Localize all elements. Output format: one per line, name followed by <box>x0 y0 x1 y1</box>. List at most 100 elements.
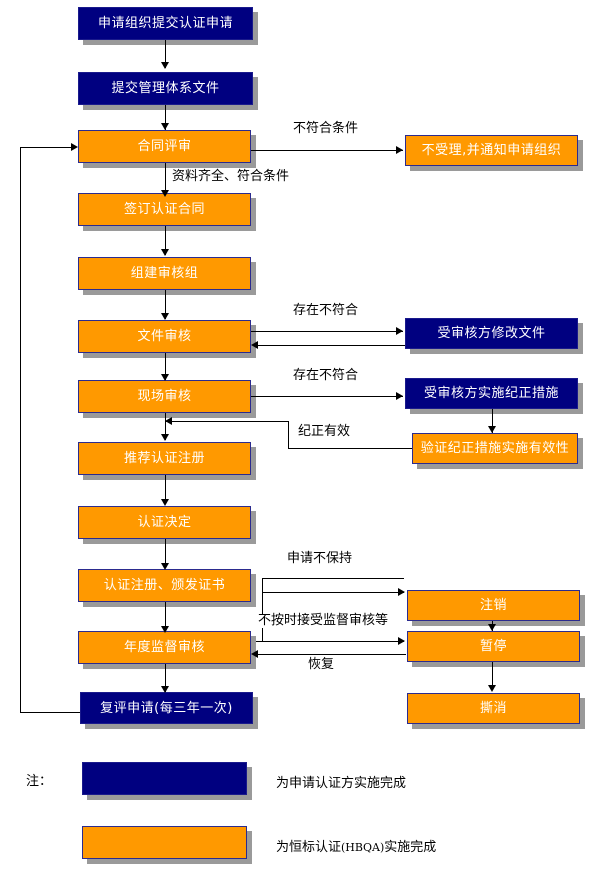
arrow-head-right <box>398 637 405 645</box>
connector-line <box>165 105 166 130</box>
connector-line <box>165 226 166 255</box>
legend-swatch-certifier <box>82 826 247 859</box>
connector-line <box>20 147 73 148</box>
node-label: 受审核方修改文件 <box>437 326 546 341</box>
node-label: 认证决定 <box>137 515 192 530</box>
legend-swatch-applicant <box>82 762 247 795</box>
node-label: 现场审核 <box>137 389 192 404</box>
legend-text-certifier: 为恒标认证(HBQA)实施完成 <box>276 836 436 855</box>
connector-line <box>165 664 166 692</box>
connector-line <box>251 150 403 151</box>
arrow-head-down <box>161 190 169 197</box>
node-contract-review[interactable]: 合同评审 <box>78 130 251 163</box>
arrow-head-down <box>161 434 169 441</box>
node-label: 申请组织提交认证申请 <box>97 16 233 31</box>
arrow-head-down <box>488 624 496 631</box>
node-recommend-registration[interactable]: 推荐认证注册 <box>78 442 251 475</box>
node-onsite-audit[interactable]: 现场审核 <box>78 380 251 413</box>
arrow-head-down <box>161 686 169 693</box>
node-auditee-revise-documents[interactable]: 受审核方修改文件 <box>405 318 578 349</box>
node-cancellation[interactable]: 注销 <box>407 590 580 621</box>
node-auditee-corrective-action[interactable]: 受审核方实施纪正措施 <box>405 378 578 409</box>
arrow-head-down <box>161 62 169 69</box>
arrow-head-right <box>396 146 403 154</box>
connector-line <box>20 147 21 713</box>
arrow-head-down <box>161 499 169 506</box>
arrow-head-down <box>488 685 496 692</box>
connector-line <box>256 654 406 655</box>
connector-line <box>165 475 166 504</box>
legend-text-certifier-before: 为恒标认证 <box>276 840 342 855</box>
arrow-head-right <box>396 392 403 400</box>
arrow-head-down <box>161 313 169 320</box>
legend-text-certifier-after: 实施完成 <box>384 840 437 855</box>
edge-label-not-qualified: 不符合条件 <box>293 121 359 137</box>
legend-note-label: 注： <box>26 774 53 789</box>
node-label: 文件审核 <box>137 329 192 344</box>
node-reject-and-notify[interactable]: 不受理,并通知申请组织 <box>405 135 578 166</box>
node-withdrawal[interactable]: 撕消 <box>407 693 580 724</box>
node-register-issue-certificate[interactable]: 认证注册、颁发证书 <box>78 569 251 602</box>
node-document-review[interactable]: 文件审核 <box>78 320 251 353</box>
connector-line <box>165 40 166 68</box>
arrow-head-down <box>488 426 496 433</box>
arrow-head-down <box>161 123 169 130</box>
node-label: 年度监督审核 <box>123 640 205 655</box>
node-submit-system-documents[interactable]: 提交管理体系文件 <box>78 72 253 105</box>
connector-line <box>288 421 289 449</box>
arrow-head-down <box>161 374 169 381</box>
connector-line <box>256 345 406 346</box>
node-label: 不受理,并通知申请组织 <box>421 143 562 158</box>
connector-line <box>20 712 80 713</box>
arrow-head-left <box>251 650 258 658</box>
node-label: 注销 <box>479 598 507 613</box>
node-label: 复评申请(每三年一次) <box>100 700 233 716</box>
arrow-head-right <box>396 327 403 335</box>
node-label: 认证注册、颁发证书 <box>103 578 226 593</box>
node-certification-decision[interactable]: 认证决定 <box>78 506 251 539</box>
node-verify-corrective-effectiveness[interactable]: 验证纪正措施实施有效性 <box>412 433 578 464</box>
connector-line <box>492 662 493 690</box>
connector-line <box>165 290 166 319</box>
arrow-head-down <box>161 626 169 633</box>
legend-text-applicant: 为申请认证方实施完成 <box>276 776 407 791</box>
connector-line <box>165 353 166 380</box>
connector-line <box>165 163 166 196</box>
node-label: 撕消 <box>479 701 507 716</box>
node-label: 提交管理体系文件 <box>111 81 220 96</box>
node-label: 组建审核组 <box>130 266 199 281</box>
node-suspension[interactable]: 暂停 <box>407 631 580 662</box>
connector-line <box>165 421 289 422</box>
edge-label-documents-complete: 资料齐全、符合条件 <box>172 169 290 185</box>
arrow-head-right <box>71 143 78 151</box>
connector-line <box>251 396 403 397</box>
node-label: 验证纪正措施实施有效性 <box>420 441 570 456</box>
node-sign-certification-contract[interactable]: 签订认证合同 <box>78 193 251 226</box>
edge-label-nonconformity-onsite: 存在不符合 <box>293 368 359 384</box>
connector-line <box>165 602 166 631</box>
connector-line <box>251 331 403 332</box>
node-label: 暂停 <box>479 639 507 654</box>
node-label: 合同评审 <box>137 139 192 154</box>
arrow-head-right <box>398 588 405 596</box>
connector-line <box>256 641 404 642</box>
node-label: 签订认证合同 <box>123 202 205 217</box>
node-submit-application[interactable]: 申请组织提交认证申请 <box>78 7 253 40</box>
connector-line <box>288 448 412 449</box>
arrow-head-left <box>165 417 172 425</box>
arrow-head-left <box>251 341 258 349</box>
connector-line <box>165 539 166 568</box>
connector-line <box>262 592 404 593</box>
node-annual-surveillance-audit[interactable]: 年度监督审核 <box>78 631 251 664</box>
edge-label-resume: 恢复 <box>308 657 335 673</box>
edge-label-correction-effective: 纪正有效 <box>298 424 351 440</box>
arrow-head-down <box>161 563 169 570</box>
edge-label-application-not-maintained: 申请不保持 <box>287 551 353 567</box>
arrow-head-down <box>161 249 169 256</box>
connector-line <box>262 578 404 579</box>
connector-line <box>165 413 166 440</box>
connector-line <box>492 409 493 433</box>
node-reassessment-application[interactable]: 复评申请(每三年一次) <box>80 692 253 724</box>
node-form-audit-team[interactable]: 组建审核组 <box>78 257 251 290</box>
connector-line <box>262 578 263 641</box>
